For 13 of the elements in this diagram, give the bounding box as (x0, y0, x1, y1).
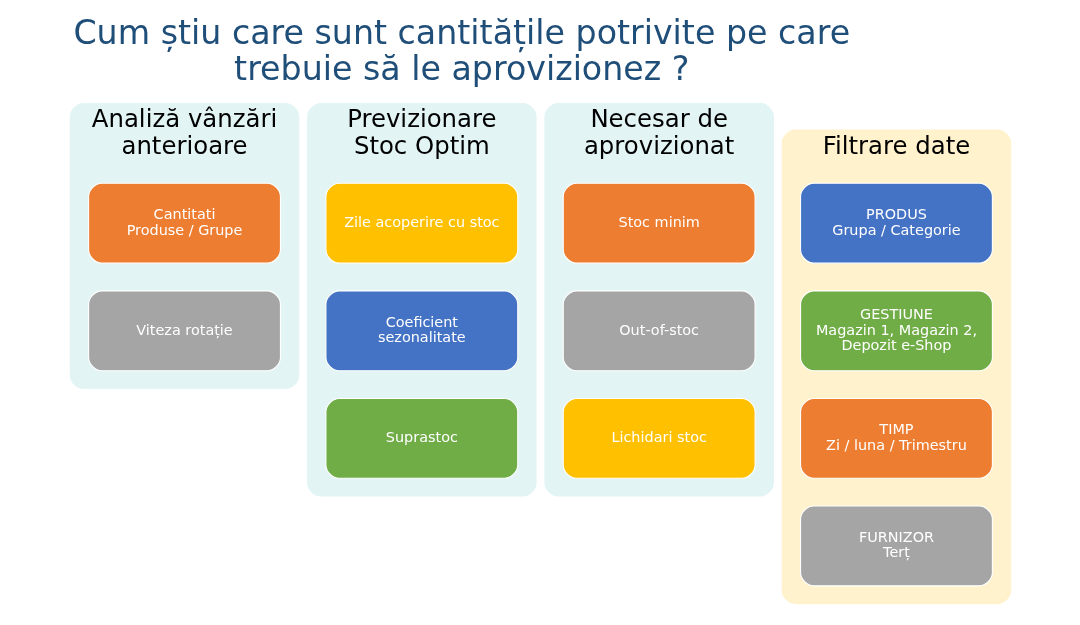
node-box: Lichidari stoc (562, 397, 756, 479)
node-box: Cantitati Produse / Grupe (87, 182, 281, 264)
diagram-title: Cum știu care sunt cantitățile potrivite pe care trebuie să le aprovizionez ? (72, 12, 850, 89)
node-box: Viteza rotație (87, 290, 281, 372)
node-box: TIMP Zi / luna / Trimestru (799, 397, 993, 479)
node-box: Coeficient sezonalitate (324, 290, 518, 372)
node-box: Out-of-stoc (562, 290, 756, 372)
node-box: Zile acoperire cu stoc (324, 182, 518, 264)
node-box: Stoc minim (562, 182, 756, 264)
node-box: FURNIZOR Terț (799, 505, 993, 587)
node-box: Suprastoc (324, 397, 518, 479)
node-box: PRODUS Grupa / Categorie (799, 182, 993, 264)
node-box: GESTIUNE Magazin 1, Magazin 2, Depozit e-Shop (799, 290, 993, 372)
